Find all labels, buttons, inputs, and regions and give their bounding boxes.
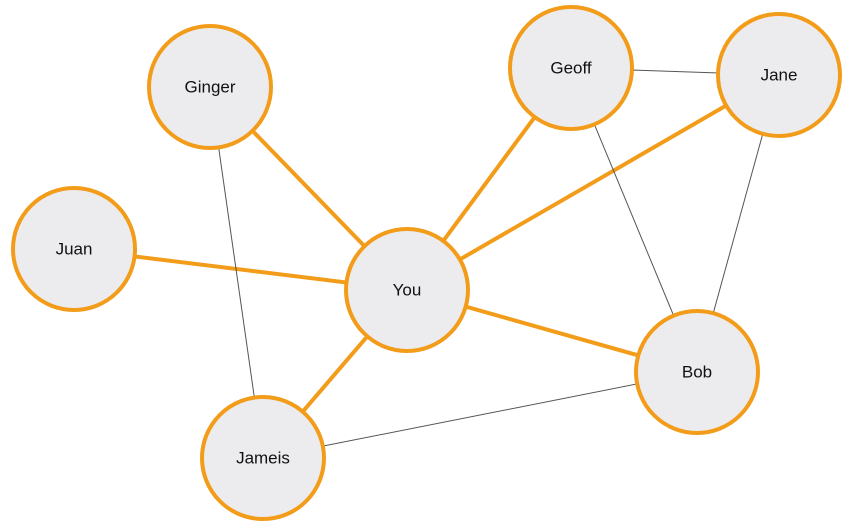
- node-circle-jane: [716, 12, 842, 138]
- node-label-juan: Juan: [56, 240, 93, 259]
- node-label-you: You: [393, 281, 422, 300]
- node-jane: Jane: [716, 12, 842, 138]
- node-label-jane: Jane: [761, 66, 798, 85]
- node-juan: Juan: [11, 186, 137, 312]
- node-ginger: Ginger: [147, 24, 273, 150]
- node-geoff: Geoff: [508, 5, 634, 131]
- node-label-jameis: Jameis: [236, 449, 290, 468]
- node-circle-jameis: [200, 395, 326, 521]
- node-bob: Bob: [634, 309, 760, 435]
- node-you: You: [344, 227, 470, 353]
- node-circle-bob: [634, 309, 760, 435]
- node-label-ginger: Ginger: [184, 78, 235, 97]
- node-jameis: Jameis: [200, 395, 326, 521]
- edge-jameis-bob: [262, 371, 698, 459]
- node-circle-you: [344, 227, 470, 353]
- node-circle-juan: [11, 186, 137, 312]
- node-label-geoff: Geoff: [550, 59, 592, 78]
- node-circle-ginger: [147, 24, 273, 150]
- node-circle-geoff: [508, 5, 634, 131]
- node-label-bob: Bob: [682, 363, 712, 382]
- edge-you-jane: [405, 73, 781, 292]
